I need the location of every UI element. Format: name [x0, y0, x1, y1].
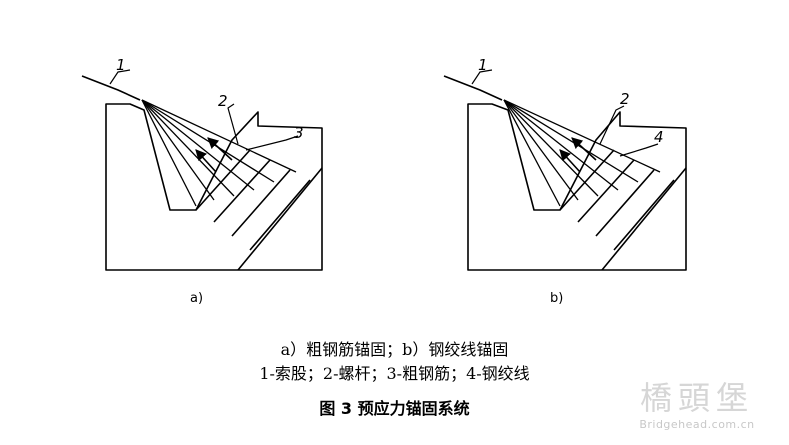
watermark-logo: 橋頭堡 [639, 379, 754, 417]
panel-a-arrow [207, 137, 233, 161]
panel-b-callout-2: 2 [620, 90, 630, 108]
panel-b-strand-fan [503, 99, 661, 207]
panel-a-callout-3: 3 [294, 124, 304, 142]
panel-a-section-line [237, 167, 323, 271]
panel-a-leader-2 [227, 103, 239, 145]
watermark: 橋頭堡 Bridgehead.com.cn [617, 378, 777, 440]
panel-a-leader-1 [109, 69, 131, 85]
figure-title: 图 3 预应力锚固系统 [319, 399, 470, 418]
panel-b-leader-1 [471, 69, 493, 85]
panel-b-callout-4: 4 [654, 128, 664, 146]
panel-b-section-line [601, 167, 687, 271]
panel-b-arrow [559, 149, 581, 173]
panel-b-sublabel: b) [550, 291, 563, 306]
panel-a-callout-2: 2 [218, 92, 228, 110]
panel-a-arrow [195, 149, 217, 173]
panel-a-anchor-plate [195, 149, 311, 251]
panel-a-callout-1: 1 [116, 56, 126, 74]
panel-b-arrow [571, 137, 597, 161]
panel-b-cable [443, 75, 503, 101]
panel-b-leader-2 [599, 105, 625, 145]
panel-a-sublabel: a) [190, 291, 203, 306]
caption-part-legend: 1-索股；2-螺杆；3-粗钢筋；4-钢绞线 [259, 364, 530, 383]
panel-a-block-outline [105, 103, 323, 271]
panel-a-leader-3 [245, 135, 299, 151]
panel-a [81, 69, 323, 271]
panel-b-leader-4 [619, 143, 659, 157]
panel-b-callout-1: 1 [478, 56, 488, 74]
panel-a-cable [81, 75, 141, 101]
panel-b [443, 69, 687, 271]
panel-b-anchor-plate [559, 149, 675, 251]
caption-panel-legend: a）粗钢筋锚固；b）钢绞线锚固 [280, 340, 509, 359]
watermark-url: Bridgehead.com.cn [639, 418, 755, 431]
